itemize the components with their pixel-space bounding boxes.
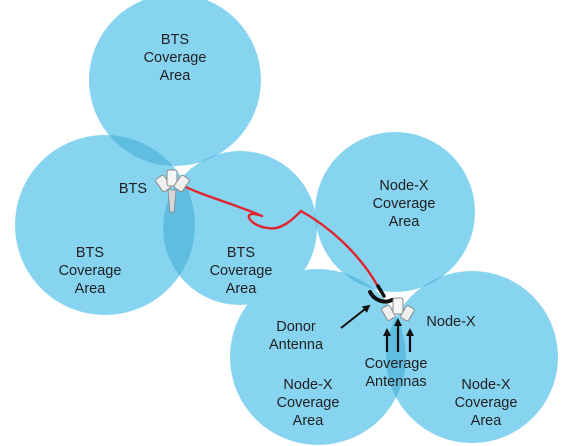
bts-right-label-line-3: Area	[226, 281, 258, 297]
donor-antenna-label-line-1: Donor	[276, 319, 316, 335]
nodex-coverage-circle-bottom-left	[230, 269, 406, 445]
nodex-top-coverage-label: Node-X Coverage Area	[373, 178, 436, 230]
nodex-bl-label-line-2: Coverage	[277, 395, 340, 411]
nodex-top-label-line-3: Area	[389, 214, 421, 230]
nodex-bl-label-line-3: Area	[293, 413, 325, 429]
nodex-br-label-line-2: Coverage	[455, 395, 518, 411]
donor-antenna-icon	[368, 284, 394, 304]
coverage-antennas-label-line-2: Antennas	[365, 374, 426, 390]
nodex-panel-left-icon	[381, 304, 396, 321]
bts-top-label-line-2: Coverage	[144, 50, 207, 66]
donor-antenna-label: Donor Antenna	[269, 319, 324, 353]
bts-coverage-circle-left	[15, 135, 195, 315]
bts-to-donor-link	[180, 183, 382, 292]
nodex-top-label-line-1: Node-X	[379, 178, 428, 194]
nodex-panel-right-icon	[400, 305, 415, 322]
coverage-antennas-label: Coverage Antennas	[365, 356, 428, 390]
nodex-panel-center-icon	[392, 297, 404, 315]
bts-left-label-line-1: BTS	[76, 245, 104, 261]
bts-label: BTS	[119, 181, 147, 197]
bts-left-label-line-3: Area	[75, 281, 107, 297]
coverage-antennas-label-line-1: Coverage	[365, 356, 428, 372]
bts-top-label-line-3: Area	[160, 68, 192, 84]
bts-panel-center-icon	[166, 169, 178, 187]
bts-coverage-circle-right	[163, 151, 317, 305]
bts-right-label-line-1: BTS	[227, 245, 255, 261]
nodex-br-label-line-1: Node-X	[461, 377, 510, 393]
nodex-coverage-circle-bottom-right	[386, 271, 558, 443]
nodex-top-label-line-2: Coverage	[373, 196, 436, 212]
bts-top-coverage-label: BTS Coverage Area	[144, 32, 207, 84]
bts-left-coverage-label: BTS Coverage Area	[59, 245, 122, 297]
bts-top-label-line-1: BTS	[161, 32, 189, 48]
donor-antenna-label-line-2: Antenna	[269, 337, 324, 353]
bts-equipment-icon	[155, 169, 190, 213]
nodex-label: Node-X	[426, 314, 475, 330]
bts-coverage-circle-top	[89, 0, 261, 166]
bts-right-label-line-2: Coverage	[210, 263, 273, 279]
bts-panel-right-icon	[173, 174, 190, 193]
nodex-equipment-icon	[381, 297, 415, 322]
bts-right-coverage-label: BTS Coverage Area	[210, 245, 273, 297]
nodex-bottom-right-coverage-label: Node-X Coverage Area	[455, 377, 518, 429]
bts-mast-icon	[167, 189, 177, 213]
bts-left-label-line-2: Coverage	[59, 263, 122, 279]
donor-antenna-arrow	[340, 304, 371, 329]
coverage-circles	[15, 0, 558, 445]
nodex-bl-label-line-1: Node-X	[283, 377, 332, 393]
nodex-coverage-circle-top	[315, 132, 475, 292]
coverage-antennas-arrows	[383, 318, 414, 352]
nodex-br-label-line-3: Area	[471, 413, 503, 429]
nodex-bottom-left-coverage-label: Node-X Coverage Area	[277, 377, 340, 429]
